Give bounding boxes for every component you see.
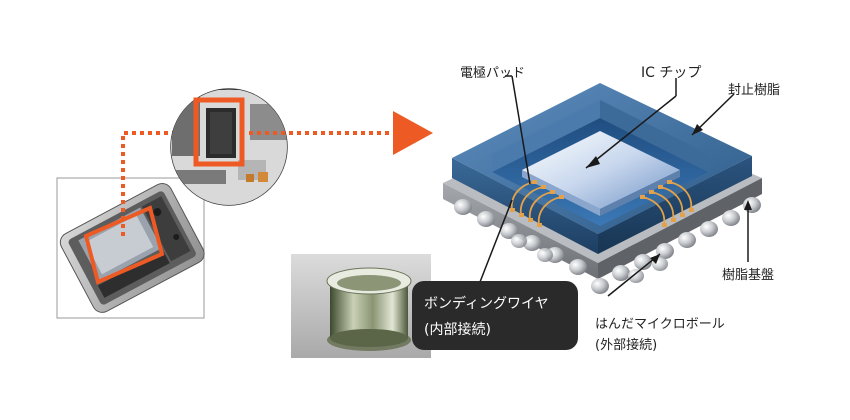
label-bonding-wire: ボンディングワイヤ xyxy=(424,296,549,312)
label-sealing-resin: 封止樹脂 xyxy=(728,83,781,98)
substrate-right-side xyxy=(598,178,762,279)
label-solder-balls-sub: (外部接続) xyxy=(595,338,658,353)
leader-lines xyxy=(479,75,749,297)
ic-chip-top xyxy=(522,131,680,209)
bonding-wire-photo xyxy=(291,254,431,358)
cavity-back-wall-left xyxy=(492,100,600,172)
resin-right-side xyxy=(598,156,752,254)
magnifier-highlight-box xyxy=(193,97,245,167)
label-electrode-pad: 電極パッド xyxy=(460,66,526,81)
photo-highlight-box xyxy=(83,205,165,285)
leader-arrowheads xyxy=(586,124,752,264)
dotted-connector-up xyxy=(121,131,173,236)
label-bonding-wire-sub: (内部接続) xyxy=(424,322,491,338)
label-resin-substrate: 樹脂基盤 xyxy=(722,268,775,283)
bonding-wires xyxy=(510,181,693,226)
chip-cross-section xyxy=(443,83,762,294)
resin-left-side xyxy=(452,158,598,254)
ic-chip-right-side xyxy=(600,170,680,216)
phone-photo xyxy=(56,177,205,319)
ic-chip-left-side xyxy=(522,170,600,216)
bonding-wire-callout: ボンディングワイヤ (内部接続) xyxy=(412,281,578,350)
cavity-back-wall-right xyxy=(600,100,708,172)
arrow-head xyxy=(393,111,433,155)
label-solder-balls: はんだマイクロボール xyxy=(595,317,725,332)
label-ic-chip: IC チップ xyxy=(641,65,702,81)
solder-balls xyxy=(454,197,761,294)
